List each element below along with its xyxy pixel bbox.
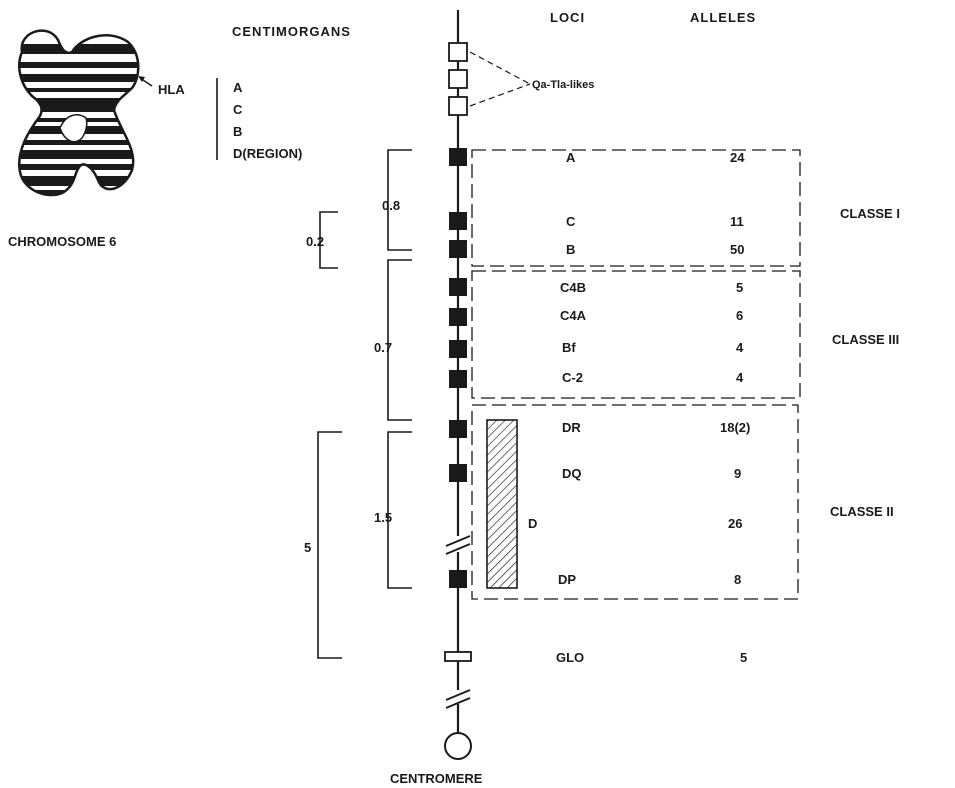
hla-locus-b: B xyxy=(233,124,242,139)
distance-bracket-0-8 xyxy=(387,149,412,251)
locus-markers xyxy=(449,148,467,588)
locus-name: DP xyxy=(558,572,576,587)
class-boxes xyxy=(471,149,801,600)
centromere-icon xyxy=(444,732,472,760)
axis-break-icon xyxy=(445,535,471,709)
locus-marker-c2 xyxy=(449,370,467,388)
distance-bracket-0-2 xyxy=(319,211,338,269)
locus-alleles: 4 xyxy=(736,340,744,355)
class-ii-label: CLASSE II xyxy=(830,504,894,519)
locus-alleles: 4 xyxy=(736,370,744,385)
locus-marker-c4a xyxy=(449,308,467,326)
qa-tla-label: Qa-Tla-likes xyxy=(532,79,594,91)
chromosome-caption: CHROMOSOME 6 xyxy=(8,234,116,249)
locus-alleles: 11 xyxy=(730,214,744,229)
locus-marker-dr xyxy=(449,420,467,438)
distance-bracket-5 xyxy=(317,431,342,659)
locus-marker-b xyxy=(449,240,467,258)
distance-1-5: 1.5 xyxy=(374,510,392,525)
hla-locus-a: A xyxy=(233,80,243,95)
distance-0-8: 0.8 xyxy=(382,198,400,213)
d-region-label: D xyxy=(528,516,537,531)
locus-alleles: 50 xyxy=(730,242,744,257)
header-alleles: ALLELES xyxy=(690,10,756,25)
locus-marker-c4b xyxy=(449,278,467,296)
locus-marker-dq xyxy=(449,464,467,482)
class-i-box xyxy=(471,149,801,267)
locus-alleles: 18(2) xyxy=(720,420,750,435)
locus-alleles: 26 xyxy=(728,516,742,531)
class-iii-label: CLASSE III xyxy=(832,332,899,347)
locus-name: DR xyxy=(562,420,581,435)
class-ii-box xyxy=(471,404,799,600)
qa-locus-box xyxy=(448,42,468,62)
hla-locus-d-region: D(REGION) xyxy=(233,146,302,161)
qa-locus-box xyxy=(448,69,468,89)
locus-name: C4B xyxy=(560,280,586,295)
locus-alleles: 5 xyxy=(736,280,743,295)
locus-marker-c xyxy=(449,212,467,230)
loci-table: A 24 C 11 B 50 C4B 5 C4A 6 Bf 4 C-2 4 DR… xyxy=(556,150,750,665)
locus-name: C4A xyxy=(560,308,587,323)
locus-alleles: 9 xyxy=(734,466,741,481)
header-centimorgans: CENTIMORGANS xyxy=(232,24,351,39)
distance-0-2: 0.2 xyxy=(306,234,324,249)
locus-name: C-2 xyxy=(562,370,583,385)
locus-alleles: 6 xyxy=(736,308,743,323)
d-region-bar xyxy=(486,419,518,589)
locus-alleles: 8 xyxy=(734,572,741,587)
locus-marker-glo xyxy=(444,651,472,662)
locus-name: B xyxy=(566,242,575,257)
qa-connector-lines xyxy=(469,51,531,107)
locus-marker-dp xyxy=(449,570,467,588)
chromosome-6-icon xyxy=(17,29,153,197)
class-iii-box xyxy=(471,270,801,399)
locus-name: GLO xyxy=(556,650,584,665)
distance-bracket-1-5 xyxy=(387,431,412,589)
locus-marker-a xyxy=(449,148,467,166)
hla-locus-c: C xyxy=(233,102,243,117)
hla-label: HLA xyxy=(158,82,185,97)
distance-0-7: 0.7 xyxy=(374,340,392,355)
distance-bracket-0-7 xyxy=(387,259,412,421)
locus-name: DQ xyxy=(562,466,582,481)
distance-5: 5 xyxy=(304,540,311,555)
qa-locus-box xyxy=(448,96,468,116)
locus-alleles: 5 xyxy=(740,650,747,665)
locus-name: A xyxy=(566,150,576,165)
class-i-label: CLASSE I xyxy=(840,206,900,221)
locus-marker-bf xyxy=(449,340,467,358)
locus-name: C xyxy=(566,214,576,229)
centromere-label: CENTROMERE xyxy=(390,771,483,786)
distance-brackets xyxy=(317,149,412,659)
locus-alleles: 24 xyxy=(730,150,745,165)
locus-name: Bf xyxy=(562,340,576,355)
qa-tla-loci xyxy=(448,42,468,116)
header-loci: LOCI xyxy=(550,10,585,25)
